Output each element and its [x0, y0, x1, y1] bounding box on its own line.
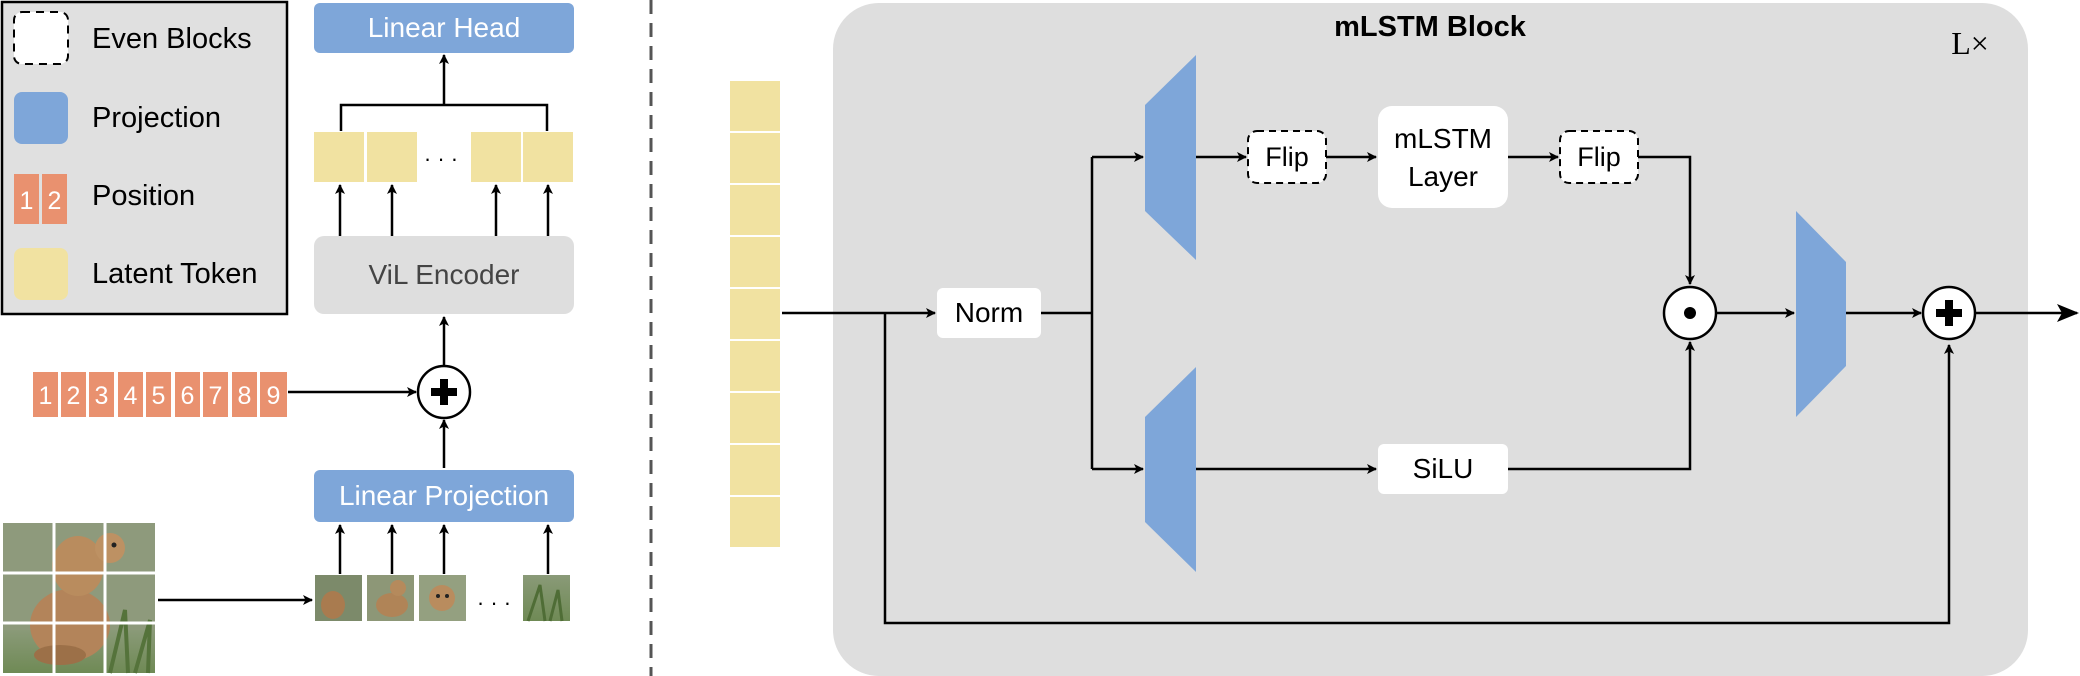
position-number: 2 [67, 382, 81, 410]
norm-label: Norm [955, 297, 1023, 328]
linear-head-label: Linear Head [368, 12, 521, 43]
patch-token-ellipsis: · · · [477, 590, 511, 615]
position-number: 3 [95, 382, 109, 410]
output-projection-icon [1796, 211, 1846, 417]
mlstm-block-background [833, 3, 2028, 676]
position-embeddings: 1 2 3 4 5 6 7 8 9 [33, 372, 287, 417]
lower-projection-icon [1145, 367, 1196, 572]
mlstm-layer-label-line2: Layer [1408, 161, 1478, 192]
output-token [367, 132, 417, 182]
legend: Even Blocks Projection 1 2 Position Late… [0, 0, 289, 316]
linear-head-box [314, 3, 574, 53]
linear-projection-label: Linear Projection [339, 480, 549, 511]
mlstm-block-title: mLSTM Block [1334, 11, 1527, 43]
meerkat-image-icon [3, 523, 155, 674]
position-number: 7 [209, 382, 223, 410]
upper-projection-icon [1145, 55, 1196, 260]
flip-after-label: Flip [1577, 142, 1621, 172]
output-token-ellipsis: · · · [424, 146, 458, 171]
repeat-label: L× [1951, 25, 1989, 61]
output-token [314, 132, 364, 182]
position-number: 9 [267, 382, 281, 410]
vil-encoder-label: ViL Encoder [369, 259, 520, 290]
latent-token-stack [730, 81, 780, 547]
position-number: 8 [238, 382, 252, 410]
legend-label-even-blocks: Even Blocks [92, 23, 252, 55]
residual-connection [883, 313, 1954, 625]
dashed-box-icon [13, 11, 69, 65]
mlstm-block: mLSTM Block L× Norm [730, 3, 2028, 676]
arrow-flip-to-multiply [1638, 155, 1695, 285]
norm-box [937, 288, 1041, 338]
arrow-silu-to-multiply [1508, 341, 1695, 471]
vil-encoder-box [314, 236, 574, 314]
silu-label: SiLU [1413, 453, 1474, 484]
legend-label-latent-token: Latent Token [92, 258, 258, 290]
position-swatch-icon: 1 2 [14, 174, 67, 224]
patch-token [315, 575, 362, 621]
mlstm-layer-label-line1: mLSTM [1394, 123, 1492, 154]
position-digit: 2 [48, 187, 62, 215]
patch-token [523, 575, 570, 622]
patch-token [367, 575, 414, 621]
flip-before-label: Flip [1265, 142, 1309, 172]
position-number: 5 [152, 382, 166, 410]
elementwise-multiply-icon [1662, 285, 1718, 341]
position-digit: 1 [20, 187, 34, 215]
flip-after-box [1559, 130, 1639, 184]
position-number: 1 [39, 382, 53, 410]
residual-add-icon [1921, 285, 1977, 341]
legend-label-projection: Projection [92, 102, 221, 134]
mlstm-layer-box [1378, 106, 1508, 208]
position-number: 4 [124, 382, 138, 410]
left-pipeline: Linear Head · · · ViL Encoder 1 [3, 3, 574, 674]
silu-box [1378, 444, 1508, 494]
position-number: 6 [181, 382, 195, 410]
latent-token-swatch-icon [14, 248, 68, 300]
token-merge-bracket [339, 103, 549, 131]
position-add-icon [416, 364, 472, 420]
linear-projection-box [314, 470, 574, 522]
output-token [471, 132, 521, 182]
flip-before-box [1247, 130, 1327, 184]
projection-swatch-icon [14, 92, 68, 144]
legend-label-position: Position [92, 180, 195, 212]
patch-token [419, 575, 466, 621]
output-token [523, 132, 573, 182]
